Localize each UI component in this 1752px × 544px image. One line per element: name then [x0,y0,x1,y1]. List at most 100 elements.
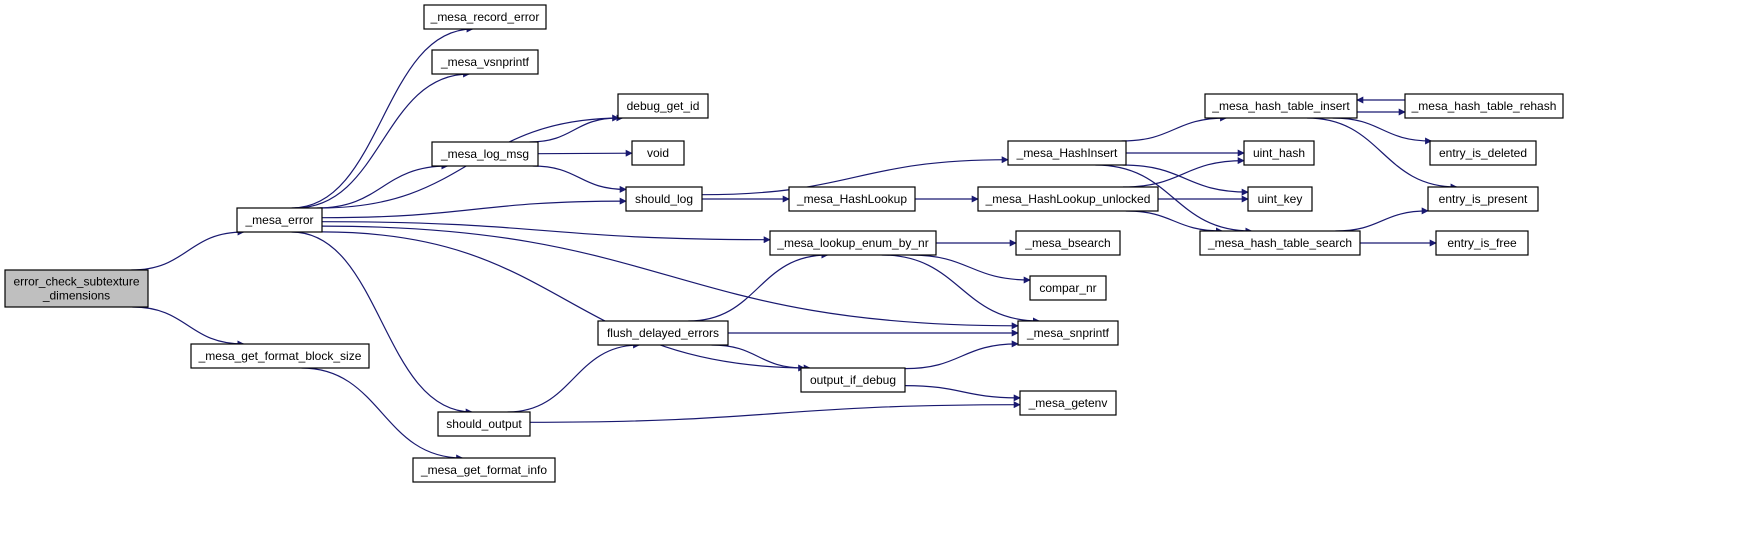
node-box [190,343,370,369]
node-box [437,411,531,437]
node-ht-rehash[interactable]: _mesa_hash_table_rehash [1404,93,1564,119]
edge-log_msg-to-void [537,149,633,157]
node-void[interactable]: void [631,140,685,166]
node-compar-nr[interactable]: compar_nr [1029,275,1107,301]
edge-output_if_debug-to-snprintf [904,340,1019,370]
node-snprintf[interactable]: _mesa_snprintf [1017,320,1119,346]
node-ht-search[interactable]: _mesa_hash_table_search [1199,230,1361,256]
node-box [977,186,1159,212]
node-label: _mesa_HashLookup_unlocked [985,192,1151,206]
edge-mesa_error-to-lookup_enum [321,221,771,244]
node-root[interactable]: error_check_subtexture_dimensions [4,269,149,308]
edge-mesa_error-to-should_output [291,231,473,416]
node-label: entry_is_present [1439,192,1528,206]
edge-log_msg-to-debug_get_id [529,114,620,143]
edge-flush_delayed-to-output_if_debug [711,344,806,372]
node-getenv[interactable]: _mesa_getenv [1019,390,1117,416]
node-label: _mesa_get_format_info [420,463,547,477]
node-label: uint_hash [1253,146,1305,160]
edge-layer [131,25,1458,462]
node-vsnprintf[interactable]: _mesa_vsnprintf [431,49,539,75]
node-box [236,207,323,233]
edge-flush_delayed-to-lookup_enum [688,251,829,322]
edge-should_output-to-flush_delayed [507,341,641,413]
node-label: _mesa_vsnprintf [440,55,530,69]
node-label: _mesa_get_format_block_size [198,349,362,363]
node-hashlookup-unlocked[interactable]: _mesa_HashLookup_unlocked [977,186,1159,212]
edge-hashinsert-to-ht_search [1095,164,1253,235]
node-label: entry_is_deleted [1439,146,1527,160]
node-box [1243,140,1315,166]
node-get-format-info[interactable]: _mesa_get_format_info [412,457,556,483]
edge-mesa_error-to-vsnprintf [295,70,471,209]
node-ht-insert[interactable]: _mesa_hash_table_insert [1204,93,1358,119]
node-layer: error_check_subtexture_dimensions _mesa_e… [4,4,1564,483]
node-log-msg[interactable]: _mesa_log_msg [431,141,539,167]
node-box [631,140,685,166]
node-label: void [647,146,669,160]
edge-hashinsert-to-ht_insert [1121,114,1228,142]
node-label: _dimensions [42,289,110,303]
node-output-if-debug[interactable]: output_if_debug [800,367,906,393]
node-box [1007,140,1127,166]
node-lookup-enum[interactable]: _mesa_lookup_enum_by_nr [769,230,937,256]
node-label: _mesa_HashLookup [796,192,907,206]
edge-mesa_error-to-should_log [321,197,627,219]
node-label: should_output [446,417,522,431]
node-box [617,93,709,119]
node-box [788,186,916,212]
node-label: _mesa_getenv [1028,396,1108,410]
node-box [1029,275,1107,301]
edge-mesa_error-to-log_msg [316,162,449,209]
node-box [1019,390,1117,416]
node-box [1204,93,1358,119]
node-label: _mesa_hash_table_insert [1211,99,1350,113]
node-box [1017,320,1119,346]
node-label: _mesa_log_msg [440,147,529,161]
edge-root-to-mesa_error [131,228,245,271]
node-box [431,49,539,75]
node-label: _mesa_HashInsert [1016,146,1118,160]
node-box [423,4,547,30]
node-debug-get-id[interactable]: debug_get_id [617,93,709,119]
node-label: flush_delayed_errors [607,326,719,340]
node-should-output[interactable]: should_output [437,411,531,437]
node-box [1199,230,1361,256]
node-box [4,269,149,308]
node-flush-delayed[interactable]: flush_delayed_errors [597,320,729,346]
node-bsearch[interactable]: _mesa_bsearch [1015,230,1121,256]
node-label: output_if_debug [810,373,896,387]
node-hashinsert[interactable]: _mesa_HashInsert [1007,140,1127,166]
edge-hashlookup_unlocked-to-ht_search [1125,210,1223,235]
node-uint-hash[interactable]: uint_hash [1243,140,1315,166]
node-mesa-error[interactable]: _mesa_error [236,207,323,233]
node-box [1404,93,1564,119]
node-label: _mesa_hash_table_rehash [1411,99,1557,113]
node-label: should_log [635,192,693,206]
node-entry-is-present[interactable]: entry_is_present [1427,186,1539,212]
node-record-error[interactable]: _mesa_record_error [423,4,547,30]
node-box [1015,230,1121,256]
node-entry-is-free[interactable]: entry_is_free [1435,230,1529,256]
edge-log_msg-to-should_log [532,165,627,193]
node-box [431,141,539,167]
node-hashlookup[interactable]: _mesa_HashLookup [788,186,916,212]
node-box [412,457,556,483]
node-should-log[interactable]: should_log [625,186,703,212]
node-box [1427,186,1539,212]
node-box [625,186,703,212]
node-uint-key[interactable]: uint_key [1247,186,1313,212]
node-get-format-block-size[interactable]: _mesa_get_format_block_size [190,343,370,369]
node-label: _mesa_bsearch [1024,236,1110,250]
node-box [1247,186,1313,212]
node-entry-is-deleted[interactable]: entry_is_deleted [1429,140,1537,166]
edge-ht_search-to-entry_is_present [1335,207,1429,232]
edge-get_format_block_size-to-get_format_info [301,367,464,462]
edge-should_output-to-getenv [529,401,1021,423]
node-label: _mesa_snprintf [1026,326,1110,340]
node-label: compar_nr [1039,281,1096,295]
edge-hashlookup_unlocked-to-uint_hash [1122,157,1245,188]
node-label: _mesa_hash_table_search [1207,236,1352,250]
node-box [1435,230,1529,256]
